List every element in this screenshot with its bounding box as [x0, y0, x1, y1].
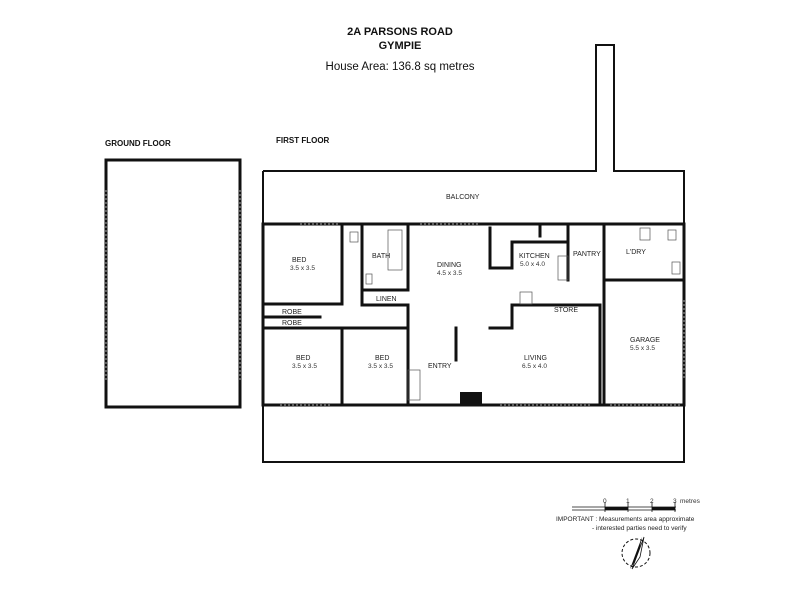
- scale-unit: metres: [680, 498, 701, 505]
- entry-label: ENTRY: [428, 363, 452, 370]
- dining-label: DINING: [437, 262, 462, 269]
- bed-2-label: BED: [296, 355, 310, 362]
- scale-bar: [572, 502, 676, 512]
- bed-3-label: BED: [375, 355, 389, 362]
- kitchen-size: 5.0 x 4.0: [520, 261, 545, 268]
- scale-tick-2: 2: [650, 498, 654, 505]
- scale-tick-1: 1: [626, 498, 630, 505]
- store-label: STORE: [554, 307, 578, 314]
- address-line-1: 2A PARSONS ROAD: [347, 26, 453, 38]
- scale-tick-0: 0: [603, 498, 607, 505]
- linen-label: LINEN: [376, 296, 397, 303]
- robe-1-label: ROBE: [282, 309, 302, 316]
- house-area: House Area: 136.8 sq metres: [325, 61, 475, 73]
- first-floor-label: FIRST FLOOR: [276, 136, 330, 145]
- measurement-note: IMPORTANT : Measurements area approximat…: [556, 516, 695, 523]
- balcony-outline: [262, 44, 685, 463]
- garage-size: 5.5 x 3.5: [630, 345, 655, 352]
- bed-2-size: 3.5 x 3.5: [292, 363, 317, 370]
- garage-label: GARAGE: [630, 337, 660, 344]
- ground-floor-outline: [104, 158, 242, 409]
- bed-1-size: 3.5 x 3.5: [290, 265, 315, 272]
- house-windows: [280, 223, 685, 406]
- dining-size: 4.5 x 3.5: [437, 270, 462, 277]
- address-line-2: GYMPIE: [378, 40, 422, 52]
- living-label: LIVING: [524, 355, 547, 362]
- compass-north-icon: [621, 536, 651, 570]
- bed-1-label: BED: [292, 257, 306, 264]
- ground-floor-label: GROUND FLOOR: [105, 139, 171, 148]
- bathroom-fixtures: [349, 227, 681, 404]
- pantry-label: PANTRY: [573, 251, 601, 258]
- laundry-label: L'DRY: [626, 249, 646, 256]
- bath-label: BATH: [372, 253, 390, 260]
- robe-2-label: ROBE: [282, 320, 302, 327]
- bed-3-size: 3.5 x 3.5: [368, 363, 393, 370]
- kitchen-label: KITCHEN: [519, 253, 550, 260]
- scale-tick-3: 3: [673, 498, 677, 505]
- balcony-label: BALCONY: [446, 194, 480, 201]
- verify-note: - interested parties need to verify: [592, 525, 687, 532]
- living-size: 6.5 x 4.0: [522, 363, 547, 370]
- house-walls: [261, 222, 686, 407]
